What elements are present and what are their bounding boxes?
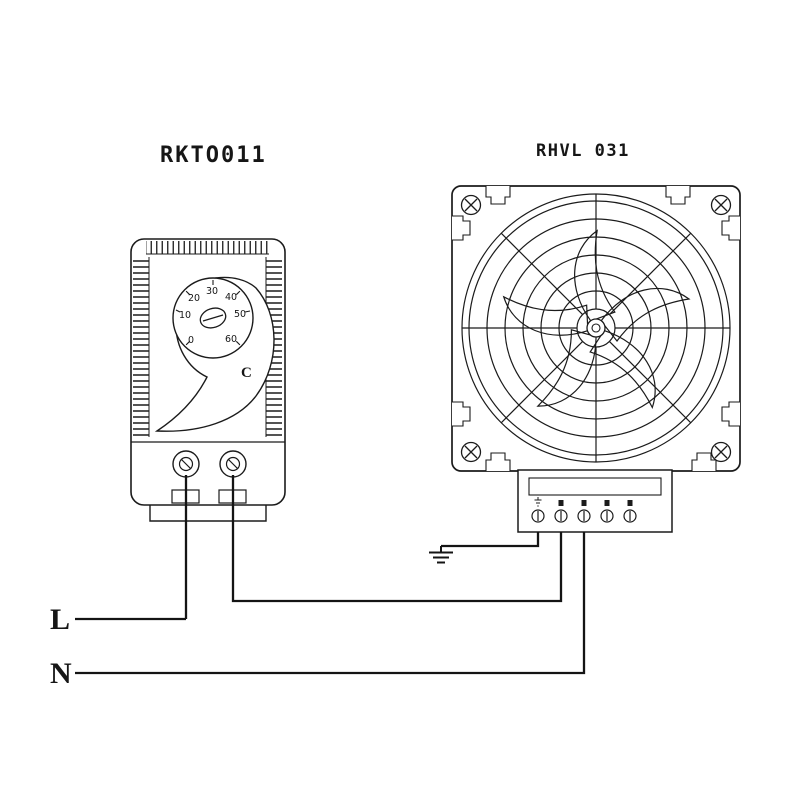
thermostat-base [149,505,267,522]
screw-icon [460,194,482,216]
wire-neutral [75,532,586,675]
thermostat-top-ribs [146,241,269,254]
fan-hub [586,318,606,338]
thermostat-title: RKTO011 [160,143,267,168]
heater-corner-screws [460,194,732,463]
terminal-block-body [517,469,673,533]
heater-terminal-block [517,469,673,533]
dial-mark-10: 10 [179,310,191,321]
neutral-line-label: N [50,657,72,690]
dial-mark-0: 0 [188,335,194,346]
dial-unit-label: C [241,365,252,381]
dial-mark-40: 40 [225,292,237,303]
dial-mark-50: 50 [234,309,246,320]
dial-mark-60: 60 [225,334,237,345]
wires [75,475,586,675]
thermostat-terminal-screw-right[interactable] [219,450,247,478]
heater-title: RHVL 031 [536,141,630,161]
ground-symbol-icon [429,546,453,564]
heater-device [451,185,741,472]
dial-mark-20: 20 [188,293,200,304]
terminal-markings [534,497,633,507]
screw-icon [710,441,732,463]
live-line-label: L [50,603,70,636]
terminal-block-slot [528,477,662,496]
fan-hub-center [591,323,601,333]
wire-thermostat-to-heater [231,475,563,603]
dial-mark-30: 30 [206,286,218,297]
terminal-screws[interactable] [531,509,637,523]
wire-ground [441,532,540,548]
heater-mount-clips [452,186,740,471]
dial-ticks [175,280,251,346]
fan-grille-spokes [462,194,730,462]
thermostat-device: 0 10 20 30 40 50 60 C [130,238,286,522]
screw-icon [460,441,482,463]
thermostat-terminal-screw-left[interactable] [172,450,200,478]
thermostat-left-ribs [133,257,149,437]
screw-icon [710,194,732,216]
dial-knob-slot [202,314,224,322]
